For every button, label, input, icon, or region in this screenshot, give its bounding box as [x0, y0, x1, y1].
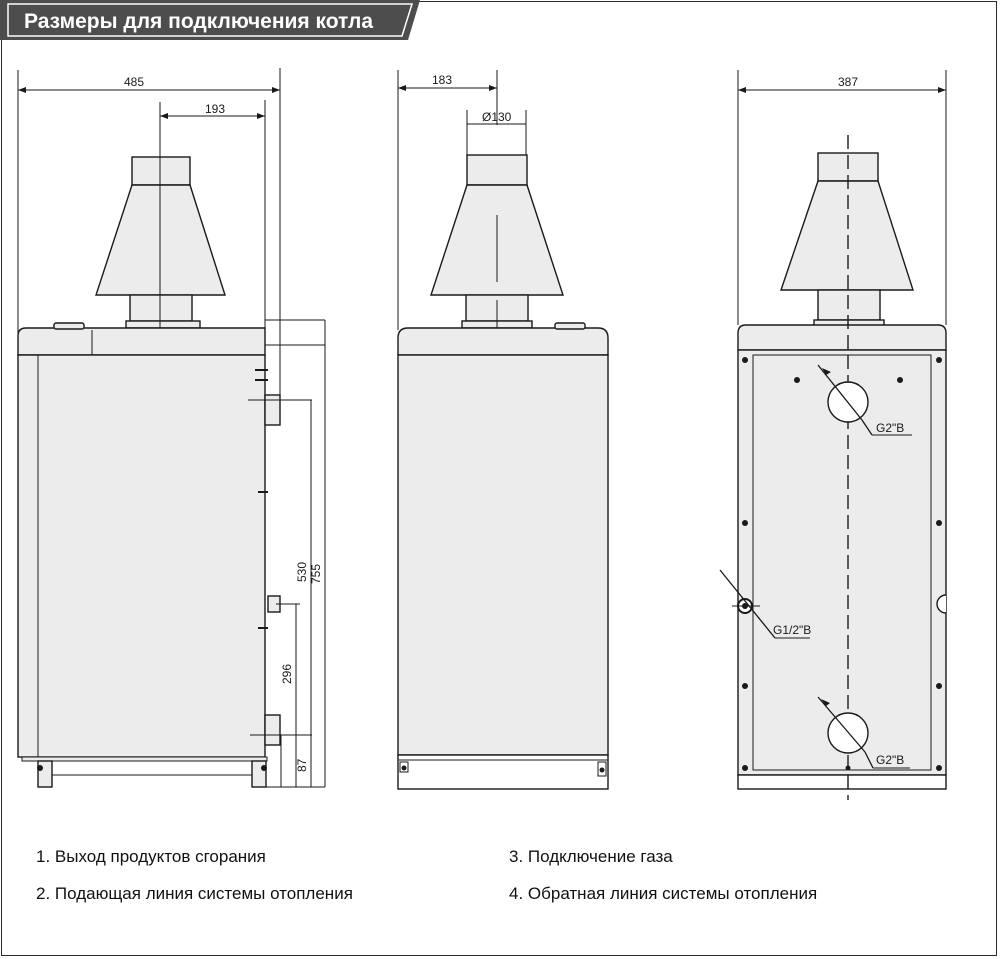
- legend-item-4: 4. Обратная линия системы отопления: [509, 884, 818, 903]
- legend-item-1: 1. Выход продуктов сгорания: [36, 847, 266, 866]
- header-tab: [0, 0, 420, 40]
- dim-387: 387: [838, 75, 858, 89]
- label-gas: G1/2"В: [773, 623, 811, 637]
- legend-item-3: 3. Подключение газа: [509, 847, 673, 866]
- page-title: Размеры для подключения котла: [24, 10, 374, 33]
- dim-87: 87: [295, 758, 309, 772]
- label-heating-bottom: G2"В: [876, 753, 904, 767]
- side-view: [17, 68, 326, 788]
- dim-flue-diameter: Ø130: [482, 110, 512, 124]
- dim-183: 183: [432, 73, 452, 87]
- dim-296: 296: [280, 664, 294, 684]
- dim-530: 530: [295, 562, 309, 582]
- dim-193: 193: [205, 102, 225, 116]
- dim-485: 485: [124, 75, 144, 89]
- dim-755: 755: [309, 564, 323, 584]
- legend-item-2: 2. Подающая линия системы отопления: [36, 884, 353, 903]
- back-view: [719, 70, 947, 800]
- label-heating-top: G2"В: [876, 421, 904, 435]
- front-view: [397, 70, 609, 790]
